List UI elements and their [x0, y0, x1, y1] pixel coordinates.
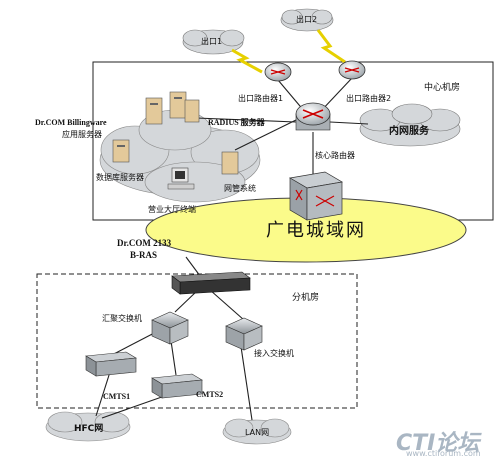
billingware-label: Dr.COM Billingware: [35, 118, 107, 127]
core-router-label: 核心路由器: [315, 151, 355, 160]
radius-server: [184, 99, 200, 123]
lan-cloud: [222, 418, 292, 445]
hall-terminal-label: 营业大厅终端: [148, 205, 196, 214]
intranet-service-label: 内网服务: [389, 126, 429, 137]
access-switch-label: 接入交换机: [254, 349, 294, 358]
app-server-label: 应用服务器: [62, 130, 102, 139]
netmgmt-label: 网管系统: [224, 184, 256, 193]
bras-label: B-RAS: [130, 250, 158, 260]
branch-room-label: 分机房: [292, 293, 320, 303]
exit2-cloud: [280, 8, 334, 32]
aggregation-switch: [151, 311, 189, 345]
hfc-label: HFC网: [74, 424, 104, 434]
cmts1-label: CMTS1: [103, 392, 131, 401]
cmts2-label: CMTS2: [196, 390, 224, 399]
branch-room-frame: [36, 273, 358, 409]
hall-terminal: [167, 167, 195, 190]
cmts1-device: [85, 351, 137, 377]
watermark-url: www.ctiforum.com: [406, 449, 481, 458]
intranet-cloud: [359, 103, 461, 147]
netmgmt-server: [221, 151, 239, 175]
central-room-label: 中心机房: [424, 83, 461, 93]
exit1-lightning-link: [231, 48, 263, 74]
exit2-label: 出口2: [296, 15, 318, 24]
lan-label: LAN网: [245, 428, 270, 437]
exit-router2-label: 出口路由器2: [346, 94, 392, 103]
bras-model-label: Dr.COM 2133: [117, 238, 172, 248]
db-server-label: 数据库服务器: [96, 173, 144, 182]
metro-network-label: 广电城域网: [266, 220, 366, 241]
watermark-logo: CTI论坛: [396, 431, 480, 456]
core-switch: [288, 171, 344, 221]
exit-router-1: [264, 62, 292, 82]
access-switch: [225, 317, 263, 351]
db-server: [112, 139, 130, 163]
exit-router-2: [338, 60, 366, 80]
cmts2-device: [151, 373, 203, 399]
bras-device: [171, 271, 251, 295]
agg-switch-label: 汇聚交换机: [102, 314, 142, 323]
exit1-cloud: [182, 29, 245, 55]
exit-router1-label: 出口路由器1: [238, 94, 284, 103]
core-router: [295, 102, 331, 131]
exit2-lightning-link: [316, 29, 346, 64]
radius-label: RADIUS 服务器: [208, 118, 265, 127]
exit1-label: 出口1: [201, 37, 223, 46]
billingware-server: [145, 91, 187, 125]
